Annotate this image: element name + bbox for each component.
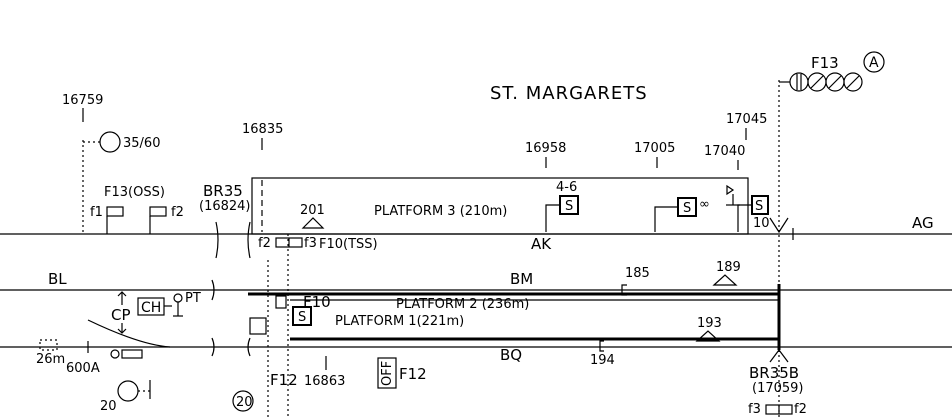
ch-label: CH	[141, 300, 161, 316]
signal-10-label: 10	[753, 216, 770, 231]
off-indicator	[377, 357, 397, 389]
circle-a-label: A	[869, 55, 879, 71]
cp-arrowhead-up	[117, 291, 127, 297]
mileage-16958: 16958	[525, 141, 566, 156]
signal-600a-head	[110, 349, 120, 359]
signal-20-head	[117, 380, 139, 402]
f2-label: f2	[171, 205, 184, 220]
platform-3-outline	[251, 177, 749, 235]
signal-194-label: 194	[590, 353, 615, 368]
f13-head-3-slash	[828, 75, 842, 89]
f10-small-box	[275, 295, 287, 309]
line-bm-label: BM	[510, 270, 533, 288]
f3-label: f3	[304, 236, 317, 251]
pt-label: PT	[185, 291, 201, 306]
bridge-br35b-mileage: (17059)	[752, 381, 804, 396]
signal-35-60-label: 35/60	[123, 136, 160, 151]
circle-20-marker	[232, 390, 254, 412]
f2b-label: f2	[258, 236, 271, 251]
bridge-br35-right	[247, 221, 251, 259]
signal-35-60-head	[99, 131, 121, 153]
signal-4-6-s: S	[565, 199, 573, 214]
signal-600a-label: 600A	[66, 361, 100, 376]
signal-201-triangle	[301, 217, 325, 229]
mileage-16759: 16759	[62, 93, 103, 108]
signal-193-label: 193	[697, 316, 722, 331]
signal-185-mark	[621, 284, 627, 296]
platform-1-label: PLATFORM 1(221m)	[335, 314, 464, 329]
signal-194-mark	[599, 340, 604, 352]
cp-arrowhead-down	[117, 328, 127, 334]
signal-185-label: 185	[625, 266, 650, 281]
f12-left-label: F12	[270, 371, 298, 389]
signal-201-label: 201	[300, 203, 325, 218]
mileage-17005: 17005	[634, 141, 675, 156]
bridge-br35-label: BR35	[203, 182, 243, 200]
f10-label: F10	[303, 293, 331, 311]
f1-signal-box	[106, 206, 124, 217]
platform-2-label: PLATFORM 2 (236m)	[396, 297, 529, 312]
line-ag-label: AG	[912, 214, 934, 232]
f3b-label: f3	[748, 402, 761, 417]
mileage-16835: 16835	[242, 122, 283, 137]
bridge-br35-bq-left	[211, 337, 215, 357]
f13-head-1	[789, 72, 809, 92]
bridge-br35-mileage: (16824)	[199, 199, 251, 214]
off-label: OFF	[380, 361, 395, 386]
signal-10-bracket	[737, 204, 752, 232]
f1-label: f1	[90, 205, 103, 220]
bridge-br35b-bottom	[769, 349, 789, 363]
signal-26m-box	[39, 339, 58, 351]
f13-oss-label: F13(OSS)	[104, 185, 165, 200]
platform-3-label: PLATFORM 3 (210m)	[374, 204, 507, 219]
bridge-br35-bq-right	[247, 337, 251, 357]
circle-a-marker	[863, 51, 885, 73]
signal-17005-infinity: ∞	[699, 197, 710, 212]
bridge-br35-left	[215, 221, 219, 259]
f13-head-4	[843, 72, 863, 92]
signal-600a-box	[121, 349, 143, 359]
signal-20-label: 20	[100, 399, 117, 414]
line-bq-label: BQ	[500, 346, 522, 364]
signal-17005-bracket	[654, 206, 678, 232]
bridge-br35b-label: BR35B	[749, 364, 799, 382]
pt-signal-head	[173, 293, 183, 303]
track-crossover	[87, 319, 171, 348]
circle-20-label: 20	[236, 395, 253, 410]
signal-193-triangle	[695, 330, 721, 342]
signal-189-label: 189	[716, 260, 741, 275]
f12-right-label: F12	[399, 365, 427, 383]
signal-189-triangle	[712, 274, 738, 286]
station-name: ST. MARGARETS	[490, 83, 648, 104]
signal-17005-s: S	[683, 201, 691, 216]
f2-signal-box	[149, 206, 167, 217]
line-ak-label: AK	[531, 235, 552, 253]
mileage-17045: 17045	[726, 112, 767, 127]
signal-4-6-bracket	[545, 204, 560, 232]
line-bl-label: BL	[48, 270, 67, 288]
bridge-br35b-top	[769, 217, 789, 234]
bridge-br35-bm-left	[211, 279, 215, 301]
signal-4-6-label: 4-6	[556, 180, 577, 195]
f10-s-letter: S	[298, 310, 306, 325]
mileage-16863: 16863	[304, 374, 345, 389]
mileage-17040: 17040	[704, 144, 745, 159]
signal-10-d-marker	[726, 184, 735, 196]
signal-26m-label: 26m	[36, 352, 65, 367]
buffer-stop	[249, 317, 267, 335]
f10-tss-label: F10(TSS)	[319, 237, 378, 252]
f2c-label: f2	[794, 402, 807, 417]
signal-10-s: S	[755, 199, 763, 214]
f13-label: F13	[811, 54, 839, 72]
f13-head-4-slash	[846, 75, 860, 89]
f13-head-2-slash	[810, 75, 824, 89]
cp-label: CP	[111, 306, 131, 324]
f10-s-box	[292, 306, 312, 326]
